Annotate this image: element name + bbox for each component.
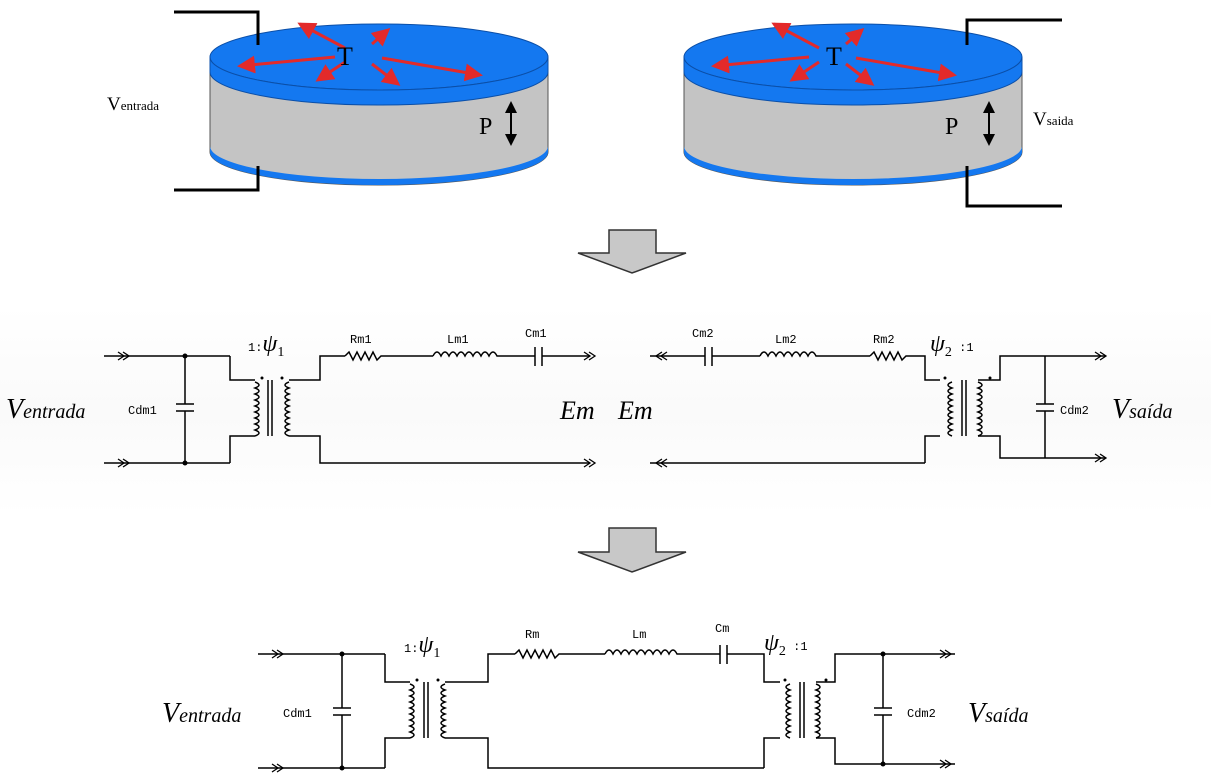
ratio1-label-mid: 1:ψ1: [248, 331, 284, 360]
cm-label: Cm: [715, 622, 729, 636]
em-left-label: Em: [559, 396, 595, 425]
cdm2-label-mid: Cdm2: [1060, 404, 1089, 418]
polarization-label-p: P: [479, 114, 492, 140]
polarization-label-p-right: P: [945, 114, 958, 140]
lm2-label: Lm2: [775, 333, 797, 347]
rm1-label: Rm1: [350, 333, 372, 347]
input-piezo-disc: T P Ventrada: [107, 10, 549, 192]
cdm1-label-bottom: Cdm1: [283, 707, 312, 721]
output-piezo-disc: T P Vsaida: [683, 18, 1074, 208]
bottom-terminal-markers: [271, 649, 953, 773]
piezo-disc-panel: T P Ventrada T P: [107, 10, 1074, 208]
bottom-circuit: [258, 645, 955, 769]
vsaida-label-bottom: Vsaída: [968, 698, 1028, 729]
middle-terminal-markers: [117, 351, 1108, 468]
stress-label-t: T: [337, 42, 353, 71]
bottom-junctions: [339, 651, 886, 771]
ventrada-label-mid: Ventrada: [6, 394, 85, 425]
process-arrow-2: [577, 527, 687, 573]
middle-circuit-background: [0, 306, 1211, 516]
ratio1-label-bottom: 1:ψ1: [404, 632, 440, 661]
middle-labels: Ventrada Cdm1 1:ψ1 Rm1 Lm1 Cm1 Em Em Cm2…: [6, 327, 1172, 425]
em-right-label: Em: [617, 396, 653, 425]
stress-label-t-right: T: [826, 42, 842, 71]
cdm1-label-mid: Cdm1: [128, 404, 157, 418]
vsaida-label-mid: Vsaída: [1112, 394, 1172, 425]
rm-label: Rm: [525, 628, 539, 642]
cdm2-label-bottom: Cdm2: [907, 707, 936, 721]
output-bottom-wire: [965, 166, 1062, 208]
output-voltage-label: Vsaida: [1033, 109, 1074, 130]
rm2-label: Rm2: [873, 333, 895, 347]
output-top-wire: [965, 18, 1062, 45]
lm-label: Lm: [632, 628, 646, 642]
input-voltage-label: Ventrada: [107, 94, 159, 115]
bottom-labels: Ventrada Cdm1 1:ψ1 Rm Lm Cm ψ2 :1 Cdm2 V…: [162, 622, 1028, 729]
ratio2-label-mid: ψ2 :1: [930, 331, 974, 360]
process-arrow-1: [577, 229, 687, 274]
ratio2-label-bottom: ψ2 :1: [764, 630, 808, 659]
cm1-label: Cm1: [525, 327, 547, 341]
input-bottom-wire: [174, 166, 260, 192]
cm2-label: Cm2: [692, 327, 714, 341]
middle-junctions: [182, 353, 992, 466]
lm1-label: Lm1: [447, 333, 469, 347]
ventrada-label-bottom: Ventrada: [162, 698, 241, 729]
input-top-wire: [174, 10, 260, 45]
